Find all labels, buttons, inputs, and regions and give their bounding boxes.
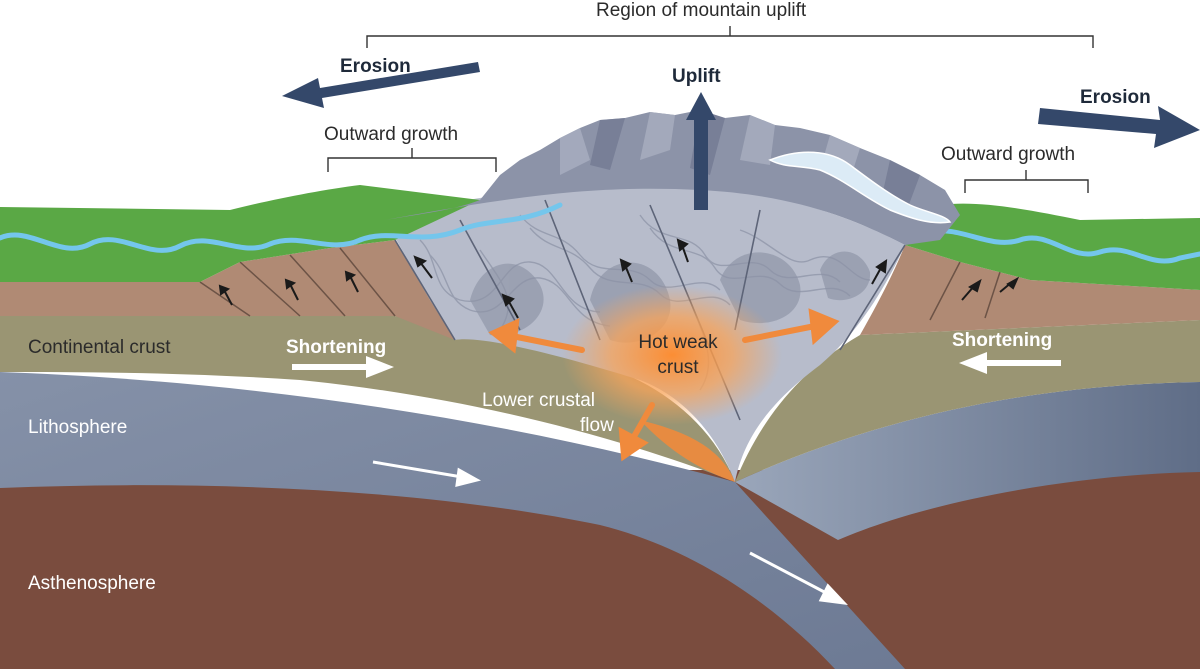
asthenosphere-label: Asthenosphere (28, 573, 156, 595)
lower-crustal-flow-label-line1: Lower crustal (482, 390, 595, 412)
shortening-right-label: Shortening (952, 330, 1052, 352)
erosion-arrow-right (1038, 106, 1200, 148)
shortening-left-label: Shortening (286, 337, 386, 359)
lithosphere-label: Lithosphere (28, 417, 127, 439)
outward-growth-left-label: Outward growth (324, 124, 458, 146)
lower-crustal-flow-label-line2: flow (580, 415, 614, 437)
hot-weak-crust-glow (562, 285, 782, 425)
outward-bracket-right (965, 170, 1088, 193)
continental-crust-label: Continental crust (28, 337, 171, 359)
erosion-left-label: Erosion (340, 56, 411, 78)
uplift-label: Uplift (672, 66, 721, 88)
region-bracket (367, 26, 1093, 48)
region-of-uplift-label: Region of mountain uplift (596, 0, 806, 22)
outward-bracket-left (328, 148, 496, 172)
hot-weak-crust-label-line1: Hot weak (628, 332, 728, 354)
hot-weak-crust-label-line2: crust (628, 357, 728, 379)
outward-growth-right-label: Outward growth (941, 144, 1075, 166)
erosion-right-label: Erosion (1080, 87, 1151, 109)
